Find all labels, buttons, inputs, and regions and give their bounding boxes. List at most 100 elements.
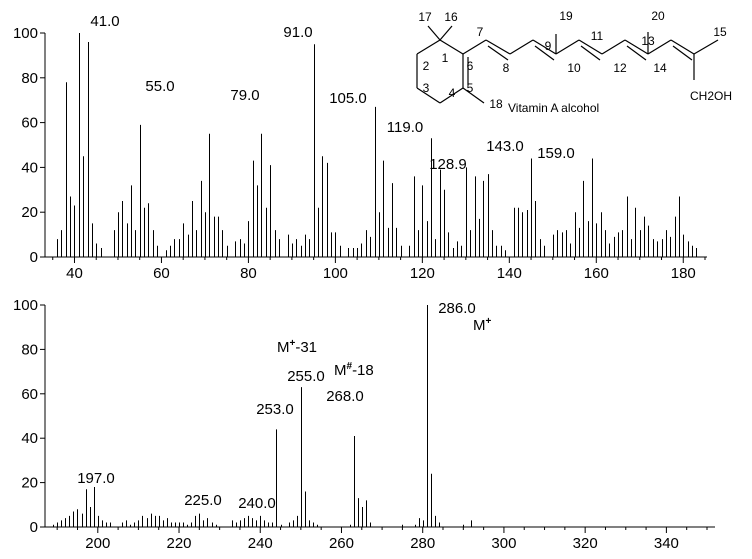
atom-number: 9 bbox=[545, 39, 552, 53]
ion-annotation: M+-31 bbox=[277, 338, 317, 356]
chain-bond bbox=[693, 39, 719, 55]
y-tick-label: 100 bbox=[13, 25, 38, 42]
ion-symbol: M bbox=[334, 362, 347, 379]
chain-bond bbox=[532, 39, 557, 55]
chain-bond bbox=[670, 39, 695, 55]
x-tick-label: 240 bbox=[248, 535, 273, 552]
y-tick-label: 40 bbox=[21, 159, 38, 176]
atom-number: 20 bbox=[651, 9, 665, 23]
ion-loss: -18 bbox=[352, 362, 374, 379]
chain-double-bond bbox=[487, 45, 509, 61]
ion-loss: -31 bbox=[295, 339, 317, 356]
x-tick-label: 160 bbox=[584, 265, 609, 282]
x-tick-label: 80 bbox=[240, 265, 257, 282]
ion-annotation: M+ bbox=[473, 316, 492, 334]
peak-label: 128.9 bbox=[429, 156, 467, 173]
ion-symbol: M bbox=[473, 317, 486, 334]
chain-bond bbox=[647, 39, 672, 55]
x-tick-label: 180 bbox=[671, 265, 696, 282]
ring-bond bbox=[416, 87, 441, 104]
x-tick-label: 320 bbox=[573, 535, 598, 552]
peak-label: 286.0 bbox=[438, 300, 476, 317]
y-tick-label: 20 bbox=[21, 204, 38, 221]
peak-label: 159.0 bbox=[537, 145, 575, 162]
ring-bond bbox=[416, 39, 441, 55]
peak-label: 91.0 bbox=[283, 24, 312, 41]
atom-number: 3 bbox=[423, 81, 430, 95]
x-tick-label: 280 bbox=[410, 535, 435, 552]
methyl-bond bbox=[427, 25, 441, 41]
x-tick-label: 120 bbox=[410, 265, 435, 282]
atom-number: 7 bbox=[477, 25, 484, 39]
functional-group: CH2OH bbox=[690, 89, 732, 103]
peak-label: 197.0 bbox=[77, 470, 115, 487]
x-tick-label: 260 bbox=[329, 535, 354, 552]
chain-bond bbox=[601, 39, 626, 55]
peak-label: 55.0 bbox=[145, 78, 174, 95]
atom-number: 16 bbox=[444, 10, 458, 24]
peak-label: 143.0 bbox=[486, 138, 524, 155]
chain-double-bond bbox=[534, 45, 555, 61]
ring-bond bbox=[439, 39, 464, 55]
x-tick-label: 40 bbox=[66, 265, 83, 282]
atom-number: 14 bbox=[653, 61, 667, 75]
peak-label: 119.0 bbox=[387, 119, 423, 136]
chain-bond bbox=[462, 39, 487, 55]
atom-number: 1 bbox=[442, 51, 449, 65]
atom-number: 5 bbox=[467, 81, 474, 95]
atom-number: 8 bbox=[503, 61, 510, 75]
x-tick-label: 200 bbox=[85, 535, 110, 552]
ring-bond bbox=[439, 87, 464, 104]
y-tick-label: 0 bbox=[30, 249, 38, 266]
atom-number: 18 bbox=[489, 97, 503, 111]
peak-label: 253.0 bbox=[256, 401, 294, 418]
peak-label: 240.0 bbox=[238, 495, 276, 512]
chain-double-bond bbox=[626, 45, 647, 61]
compound-name: Vitamin A alcohol bbox=[508, 101, 599, 115]
ion-charge: # bbox=[347, 361, 353, 372]
chain-double-bond bbox=[580, 45, 601, 61]
y-tick-label: 20 bbox=[21, 475, 38, 492]
ion-charge: + bbox=[290, 338, 296, 349]
atom-number: 17 bbox=[418, 10, 432, 24]
x-tick-label: 140 bbox=[497, 265, 522, 282]
chain-bond bbox=[578, 39, 603, 55]
peak-label: 79.0 bbox=[230, 87, 259, 104]
atom-number: 15 bbox=[713, 25, 727, 39]
atom-number: 6 bbox=[467, 59, 474, 73]
peak-label: 255.0 bbox=[287, 368, 325, 385]
atom-number: 19 bbox=[559, 9, 573, 23]
atom-number: 11 bbox=[591, 29, 604, 43]
methyl-bond bbox=[439, 25, 453, 41]
peak-label: 268.0 bbox=[326, 388, 364, 405]
methyl-bond bbox=[462, 87, 485, 104]
atom-number: 10 bbox=[567, 61, 581, 75]
y-tick-label: 60 bbox=[21, 115, 38, 132]
y-tick-label: 80 bbox=[21, 341, 38, 358]
y-tick-label: 40 bbox=[21, 430, 38, 447]
y-tick-label: 0 bbox=[30, 519, 38, 536]
ion-annotation: M#-18 bbox=[334, 361, 374, 379]
chain-bond bbox=[624, 39, 649, 55]
x-tick-label: 340 bbox=[654, 535, 679, 552]
ion-charge: + bbox=[486, 316, 492, 327]
x-tick-label: 100 bbox=[323, 265, 348, 282]
atom-number: 4 bbox=[449, 86, 456, 100]
ion-symbol: M bbox=[277, 339, 290, 356]
atom-number: 13 bbox=[641, 34, 655, 48]
chain-bond bbox=[485, 39, 511, 55]
atom-number: 2 bbox=[423, 59, 430, 73]
peak-label: 225.0 bbox=[184, 492, 222, 509]
atom-number: 12 bbox=[613, 61, 627, 75]
peak-label: 41.0 bbox=[90, 13, 119, 30]
y-tick-label: 80 bbox=[21, 70, 38, 87]
y-tick-label: 60 bbox=[21, 386, 38, 403]
peak-label: 105.0 bbox=[329, 90, 367, 107]
chain-double-bond bbox=[672, 45, 693, 61]
y-tick-label: 100 bbox=[13, 297, 38, 314]
